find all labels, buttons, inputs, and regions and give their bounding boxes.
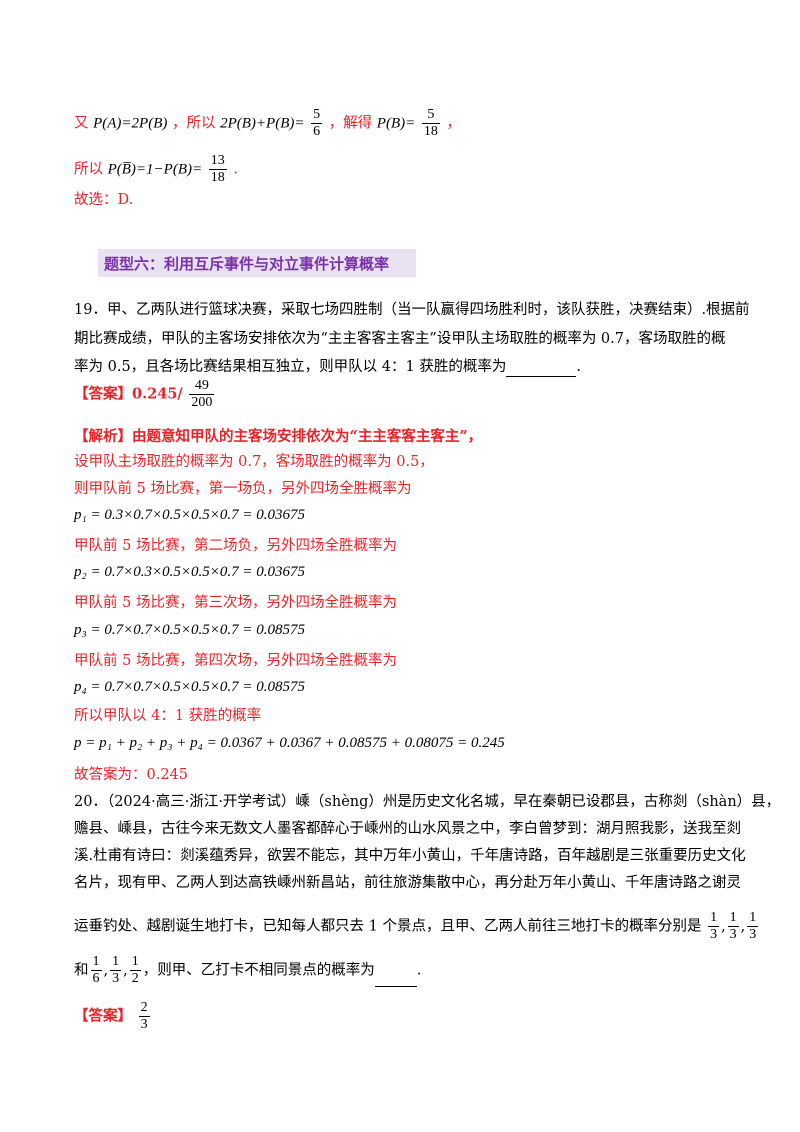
answer-blank	[506, 356, 577, 377]
q19-analysis-0: 【解析】由题意知甲队的主客场安排依次为“主主客客主客主”，	[74, 428, 483, 445]
q19-analysis-5: p₂ = 0.7×0.3×0.5×0.5×0.7 = 0.03675	[74, 564, 305, 580]
q20-line-1: 20．（2024·高三·浙江·开学考试）嵊（shèng）州是历史文化名城，早在秦…	[74, 794, 781, 810]
q19-analysis-10: 所以甲队以 4：1 获胜的概率	[74, 708, 262, 724]
q19-analysis-6: 甲队前 5 场比赛，第三次场，另外四场全胜概率为	[74, 595, 397, 611]
q20-line-3: 溪.杜甫有诗曰：剡溪蕴秀异，欲罢不能忘，其中万年小黄山，千年唐诗路，百年越剧是三…	[74, 848, 746, 864]
q20-line-5: 运垂钓处、越剧诞生地打卡，已知每人都只去 1 个景点，且甲、乙两人前往三地打卡的…	[74, 910, 759, 942]
q19-analysis-4: 甲队前 5 场比赛，第二场负，另外四场全胜概率为	[74, 538, 397, 554]
prev-choice: 故选：D.	[74, 192, 134, 208]
q19-analysis-8: 甲队前 5 场比赛，第四次场，另外四场全胜概率为	[74, 653, 397, 669]
q19-analysis-9: p₄ = 0.7×0.7×0.5×0.5×0.7 = 0.08575	[74, 679, 305, 695]
q19-analysis-1: 设甲队主场取胜的概率为 0.7，客场取胜的概率为 0.5，	[74, 454, 434, 470]
q19-analysis-7: p₃ = 0.7×0.7×0.5×0.5×0.7 = 0.08575	[74, 622, 305, 638]
q19-analysis-12: 故答案为：0.245	[74, 767, 189, 783]
q20-line-4: 名片，现有甲、乙两人到达高铁嵊州新昌站，前往旅游集散中心，再分赴万年小黄山、千年…	[74, 875, 741, 891]
q19-line-3: 率为 0.5，且各场比赛结果相互独立，则甲队以 4：1 获胜的概率为 .	[74, 356, 581, 377]
q19-analysis-11: p = p₁ + p₂ + p₃ + p₄ = 0.0367 + 0.0367 …	[74, 735, 505, 751]
q19-line-2: 期比赛成绩，甲队的主客场安排依次为“主主客客主客主”设甲队主场取胜的概率为 0.…	[74, 331, 726, 347]
section-heading: 题型六：利用互斥事件与对立事件计算概率	[98, 249, 416, 277]
q19-analysis-2: 则甲队前 5 场比赛，第一场负，另外四场全胜概率为	[74, 481, 412, 497]
answer-blank-20	[374, 966, 417, 987]
q19-analysis-3: p₁ = 0.3×0.7×0.5×0.5×0.7 = 0.03675	[74, 507, 305, 523]
q19-line-1: 19．甲、乙两队进行篮球决赛，采取七场四胜制（当一队赢得四场胜利时，该队获胜，决…	[74, 302, 750, 318]
q20-line-2: 赡县、嵊县，古往今来无数文人墨客都醉心于嵊州的山水风景之中，李白曾梦到：湖月照我…	[74, 821, 741, 837]
